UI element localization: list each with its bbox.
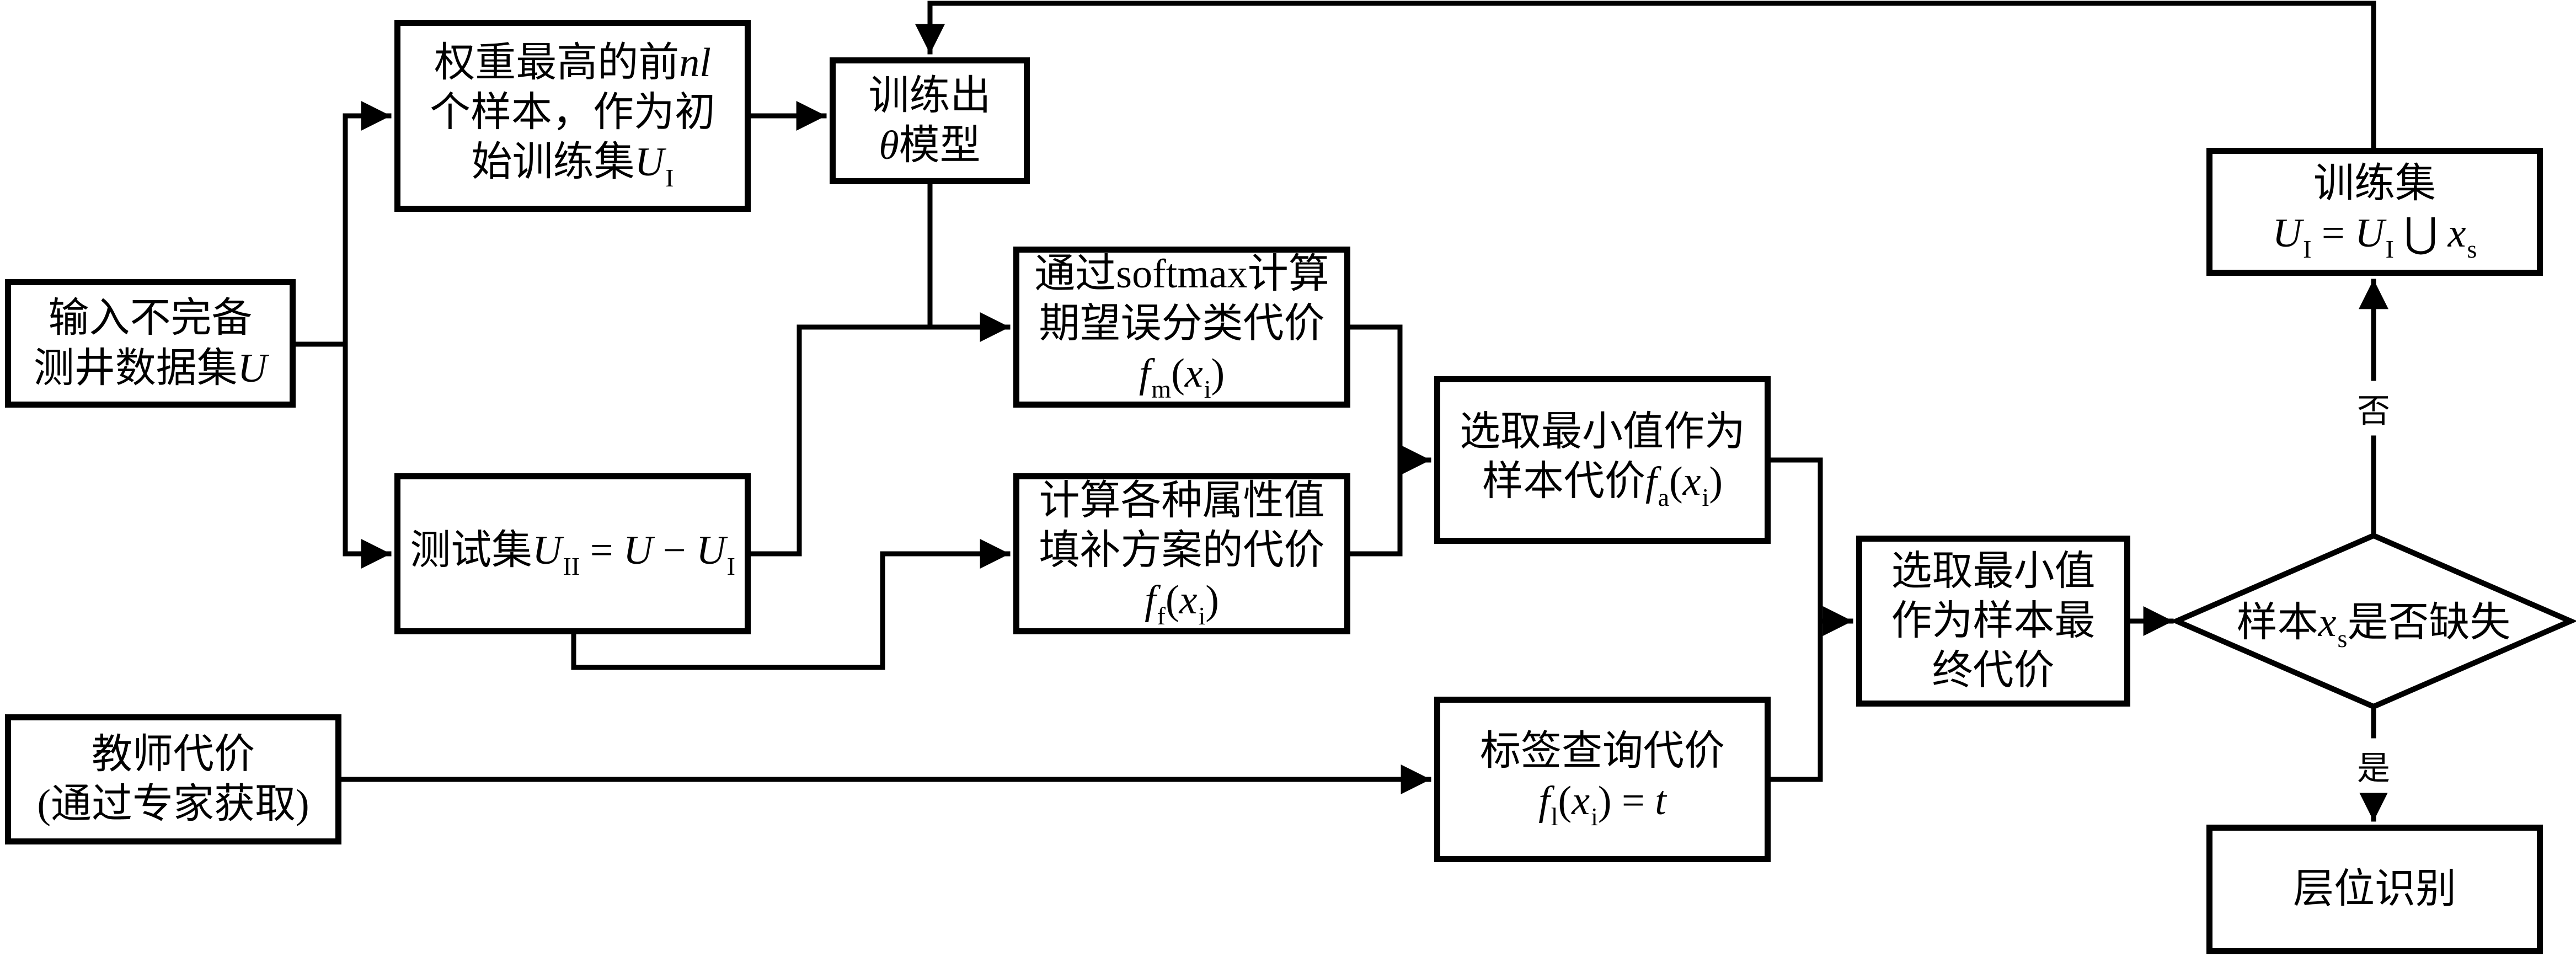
input-math: U	[237, 345, 268, 391]
softmax-formula: fm(xi)	[1139, 351, 1225, 404]
final-line3: 终代价	[1932, 648, 2055, 694]
edge-select-to-final	[1768, 457, 1823, 624]
model-line2: 模型	[899, 123, 981, 168]
label-formula: fl(xi) = t	[1538, 778, 1666, 831]
softmax-cost-node: 通过softmax计算 期望误分类代价 fm(xi)	[1013, 247, 1350, 408]
teacher-cost-node: 教师代价 (通过专家获取)	[5, 714, 341, 844]
edge-input-to-test	[343, 341, 392, 569]
label-query-cost-node: 标签查询代价 fl(xi) = t	[1434, 697, 1771, 862]
softmax-line2: 期望误分类代价	[1039, 301, 1325, 346]
model-line1: 训练出	[868, 73, 991, 119]
input-line1: 输入不完备	[48, 296, 253, 341]
update-formula: UI = UI ⋃ xs	[2272, 211, 2477, 264]
edge-softmax-to-select	[1348, 324, 1403, 463]
top-line1: 权重最高的前	[434, 40, 680, 85]
model-theta: θ	[879, 123, 899, 168]
input-line2: 测井数据集	[33, 345, 238, 391]
teacher-line2: (通过专家获取)	[37, 782, 309, 827]
test-set-node: 测试集UII = U − UI	[394, 473, 751, 634]
edge-label-to-final	[1768, 606, 1853, 782]
top-line1-math: nl	[679, 40, 711, 85]
final-line1: 选取最小值	[1891, 548, 2096, 594]
impute-line2: 填补方案的代价	[1039, 527, 1325, 573]
edge-label-yes: 是	[2357, 738, 2390, 793]
softmax-line1: 通过softmax计算	[1034, 251, 1329, 297]
decision-label: 样本xs是否缺失	[2236, 600, 2511, 653]
layer-recognition-node: 层位识别	[2206, 825, 2543, 954]
select-min-sample-cost-node: 选取最小值作为 样本代价fa(xi)	[1434, 376, 1771, 544]
final-line2: 作为样本最	[1891, 598, 2096, 644]
impute-formula: ff(xi)	[1145, 578, 1219, 630]
training-set-update-node: 训练集 UI = UI ⋃ xs	[2206, 148, 2543, 276]
select-line1: 选取最小值作为	[1460, 409, 1745, 455]
edge-test-to-softmax	[748, 312, 1011, 557]
label-line1: 标签查询代价	[1480, 728, 1725, 774]
select-line2: 样本代价	[1482, 459, 1646, 505]
impute-line1: 计算各种属性值	[1039, 478, 1325, 523]
top-line3-math: U	[634, 140, 665, 185]
initial-training-set-node: 权重最高的前nl 个样本，作为初 始训练集UI	[394, 20, 751, 212]
update-line1: 训练集	[2313, 161, 2436, 206]
train-model-node: 训练出 θ模型	[830, 57, 1030, 184]
edge-impute-to-select	[1348, 445, 1431, 557]
teacher-line1: 教师代价	[92, 731, 255, 777]
top-line3: 始训练集	[471, 140, 635, 185]
edge-input-to-top	[343, 101, 392, 347]
decision-diamond	[2169, 532, 2576, 710]
impute-cost-node: 计算各种属性值 填补方案的代价 ff(xi)	[1013, 473, 1350, 634]
edge-label-no: 否	[2357, 381, 2390, 436]
input-dataset-node: 输入不完备 测井数据集U	[5, 279, 296, 408]
edge-update-to-model	[915, 1, 2376, 151]
top-line3-sub: I	[665, 164, 674, 193]
top-line2: 个样本，作为初	[430, 89, 715, 135]
final-cost-node: 选取最小值 作为样本最 终代价	[1856, 536, 2130, 707]
layer-label: 层位识别	[2293, 867, 2456, 912]
edge-test-to-impute	[571, 539, 1011, 670]
test-label: 测试集	[410, 527, 533, 573]
